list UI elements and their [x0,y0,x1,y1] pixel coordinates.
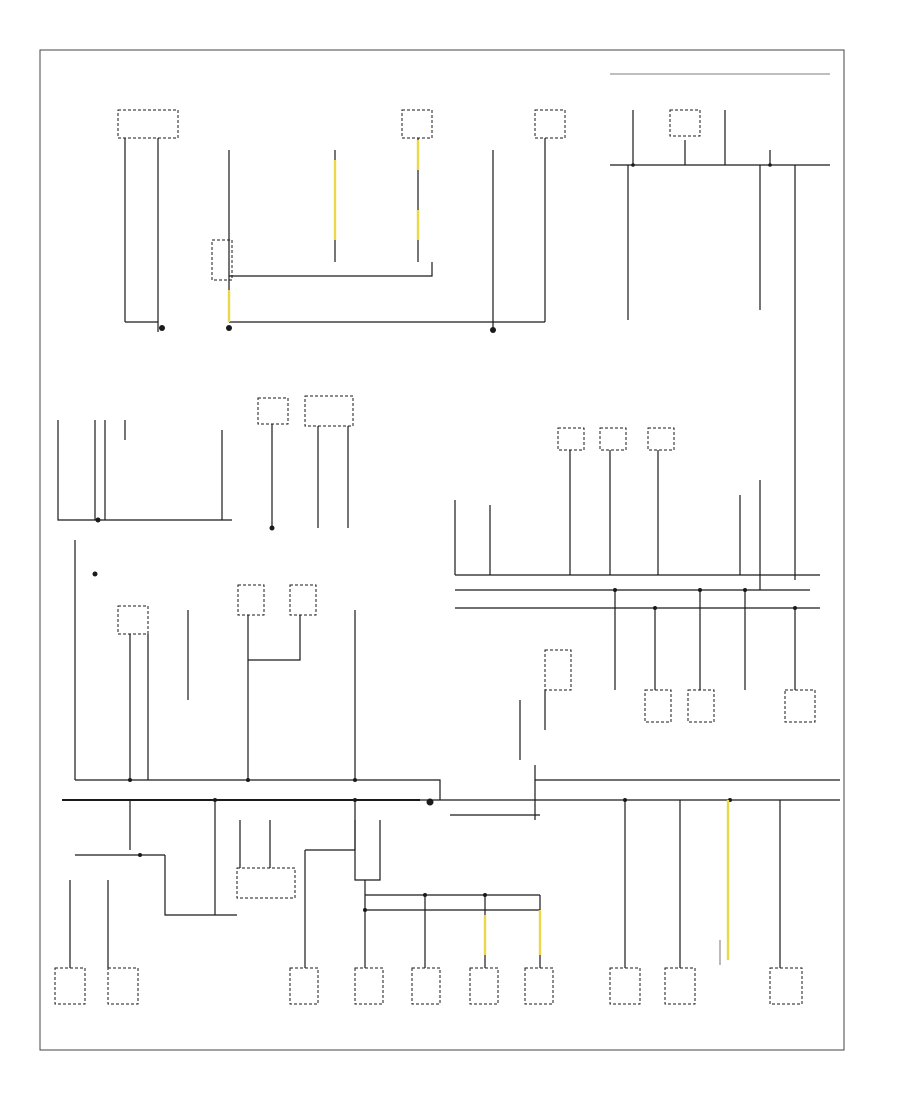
splice-point [423,893,427,897]
component-box [289,967,319,1005]
component-box [534,109,566,139]
splice-point [653,606,657,610]
component-box [609,967,641,1005]
component-box [669,109,701,137]
middle-left-wires [57,420,441,800]
component-box [769,967,803,1005]
ground-point [159,325,165,331]
splice-point [613,588,617,592]
component-box [469,967,499,1005]
middle-left-components [117,395,354,635]
component-box [687,689,715,723]
component-box [664,967,696,1005]
component-box [644,689,672,723]
component-box [257,397,289,425]
bottom-components [54,867,803,1005]
ground-point [95,517,101,523]
splice-point [128,778,132,782]
component-box [289,584,317,616]
component-box [557,427,585,451]
splice-point [363,908,367,912]
ground-point [269,525,275,531]
bottom-wires [69,800,781,968]
splice-point [138,853,142,857]
component-box [354,967,384,1005]
splice-point [353,778,357,782]
component-box [544,649,572,691]
ground-point [226,325,232,331]
component-box [304,395,354,427]
component-box [237,584,265,616]
splice-point [483,893,487,897]
component-box [236,867,296,899]
top-right-block [610,73,830,580]
splice-point [246,778,250,782]
component-box [784,689,816,723]
top-left-components [117,109,701,281]
ground-point [92,571,98,577]
splice-point [768,163,772,167]
ground-point [426,798,434,806]
splice-point [793,606,797,610]
top-left-wires [124,138,546,333]
splice-point [743,588,747,592]
component-box [107,967,139,1005]
component-box [411,967,441,1005]
splice-point [631,163,635,167]
component-box [524,967,554,1005]
splice-point [698,588,702,592]
diagram-frame [39,49,845,1051]
component-box [599,427,627,451]
middle-right-wires [454,450,820,760]
component-box [54,967,86,1005]
component-box [401,109,433,139]
middle-right-components [544,427,816,723]
ground-point [490,327,496,333]
component-box [211,239,233,281]
main-ground-bus [62,765,840,820]
component-box [647,427,675,451]
component-box [117,109,179,139]
component-box [117,605,149,635]
